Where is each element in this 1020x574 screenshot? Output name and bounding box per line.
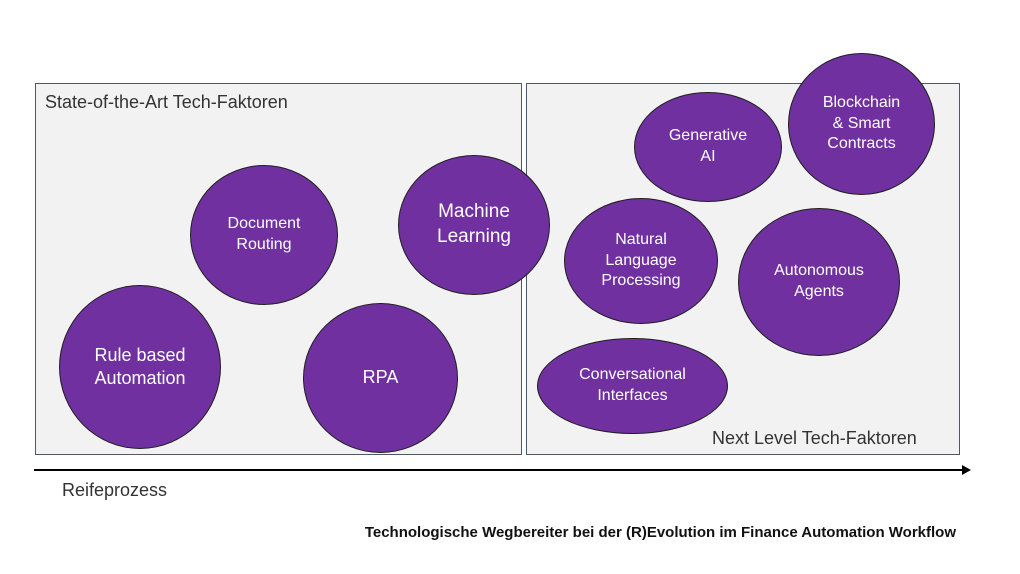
bubble-document-routing: Document Routing bbox=[190, 165, 338, 305]
state-of-the-art-title: State-of-the-Art Tech-Faktoren bbox=[45, 92, 288, 112]
bubble-rpa: RPA bbox=[303, 303, 458, 453]
bubble-conversational-interfaces: Conversational Interfaces bbox=[537, 338, 728, 434]
bubble-rule-based-automation: Rule based Automation bbox=[59, 285, 221, 449]
bubble-natural-language-processing: Natural Language Processing bbox=[564, 198, 718, 324]
figure-caption: Technologische Wegbereiter bei der (R)Ev… bbox=[364, 524, 956, 541]
bubble-blockchain-smart-contracts: Blockchain & Smart Contracts bbox=[788, 53, 935, 195]
bubble-machine-learning: Machine Learning bbox=[398, 155, 550, 295]
next-level-title: Next Level Tech-Faktoren bbox=[712, 428, 917, 448]
maturity-axis-arrowhead bbox=[962, 465, 971, 475]
bubble-autonomous-agents: Autonomous Agents bbox=[738, 208, 900, 356]
maturity-axis-label: Reifeprozess bbox=[62, 480, 168, 500]
bubble-generative-ai: Generative AI bbox=[634, 92, 782, 202]
maturity-axis-line bbox=[34, 469, 964, 471]
